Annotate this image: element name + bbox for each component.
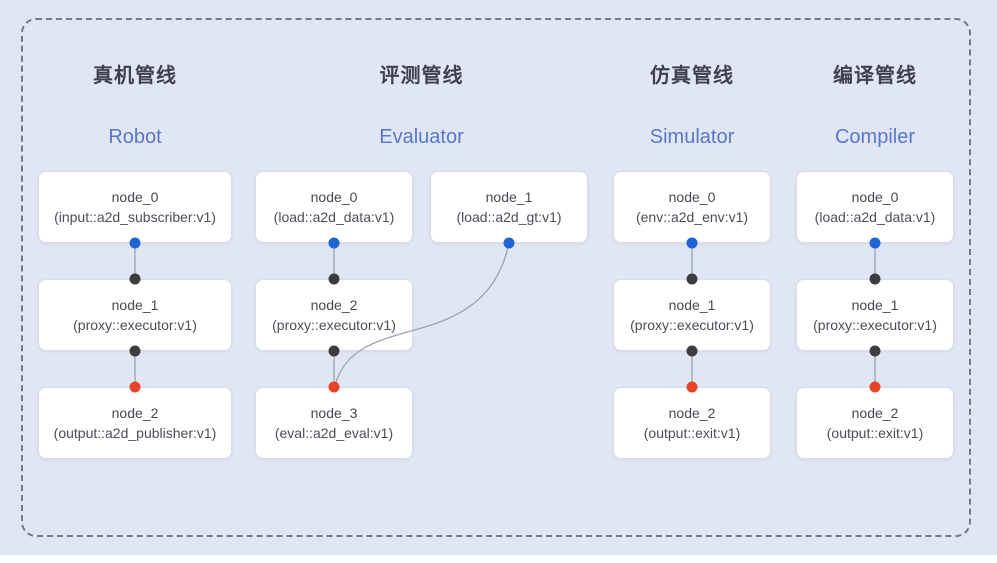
- node-name: node_2: [111, 404, 159, 421]
- node-type: (output::a2d_publisher:v1): [53, 424, 217, 441]
- node-name: node_1: [111, 296, 159, 313]
- node-type: (output::exit:v1): [826, 424, 924, 441]
- simulator-node-1: node_1 (proxy::executor:v1): [613, 279, 771, 351]
- node-name: node_3: [310, 404, 358, 421]
- node-type: (proxy::executor:v1): [73, 316, 197, 333]
- evaluator-node-2: node_2 (proxy::executor:v1): [255, 279, 413, 351]
- node-type: (load::a2d_gt:v1): [456, 208, 562, 225]
- node-type: (proxy::executor:v1): [272, 316, 396, 333]
- robot-node-0: node_0 (input::a2d_subscriber:v1): [38, 171, 232, 243]
- node-name: node_1: [668, 296, 716, 313]
- simulator-node-0: node_0 (env::a2d_env:v1): [613, 171, 771, 243]
- node-name: node_2: [851, 404, 899, 421]
- robot-node-1: node_1 (proxy::executor:v1): [38, 279, 232, 351]
- node-type: (env::a2d_env:v1): [635, 208, 749, 225]
- bottom-white-strip: [0, 555, 997, 563]
- node-type: (load::a2d_data:v1): [273, 208, 395, 225]
- node-type: (eval::a2d_eval:v1): [274, 424, 394, 441]
- node-name: node_0: [851, 188, 899, 205]
- node-name: node_1: [851, 296, 899, 313]
- compiler-node-1: node_1 (proxy::executor:v1): [796, 279, 954, 351]
- node-type: (proxy::executor:v1): [630, 316, 754, 333]
- robot-title-cn: 真机管线: [93, 65, 177, 87]
- node-type: (input::a2d_subscriber:v1): [54, 208, 216, 225]
- compiler-node-0: node_0 (load::a2d_data:v1): [796, 171, 954, 243]
- compiler-title-cn: 编译管线: [833, 65, 917, 87]
- simulator-node-2: node_2 (output::exit:v1): [613, 387, 771, 459]
- node-name: node_1: [485, 188, 533, 205]
- evaluator-node-0: node_0 (load::a2d_data:v1): [255, 171, 413, 243]
- evaluator-node-3: node_3 (eval::a2d_eval:v1): [255, 387, 413, 459]
- node-name: node_0: [310, 188, 358, 205]
- dashed-frame: [21, 18, 971, 537]
- simulator-title-en: Simulator: [649, 126, 735, 148]
- node-type: (proxy::executor:v1): [813, 316, 937, 333]
- node-type: (load::a2d_data:v1): [814, 208, 936, 225]
- node-name: node_0: [668, 188, 716, 205]
- evaluator-title-cn: 评测管线: [379, 65, 464, 87]
- simulator-title-cn: 仿真管线: [650, 65, 734, 87]
- evaluator-node-1: node_1 (load::a2d_gt:v1): [430, 171, 588, 243]
- node-name: node_2: [310, 296, 358, 313]
- compiler-node-2: node_2 (output::exit:v1): [796, 387, 954, 459]
- node-name: node_0: [111, 188, 159, 205]
- node-name: node_2: [668, 404, 716, 421]
- compiler-title-en: Compiler: [834, 126, 916, 148]
- node-type: (output::exit:v1): [643, 424, 741, 441]
- robot-node-2: node_2 (output::a2d_publisher:v1): [38, 387, 232, 459]
- evaluator-title-en: Evaluator: [379, 126, 464, 148]
- robot-title-en: Robot: [108, 126, 162, 148]
